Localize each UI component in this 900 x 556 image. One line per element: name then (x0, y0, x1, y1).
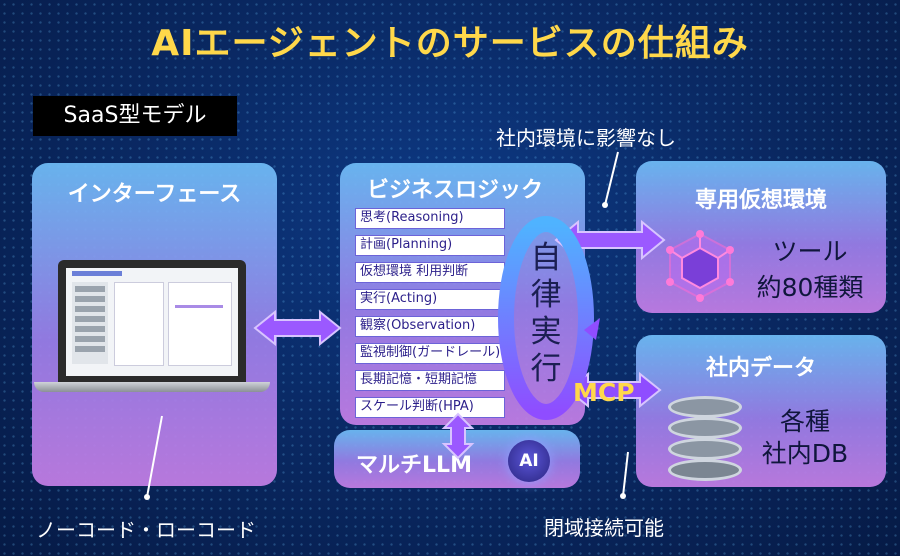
app-logo-bar (72, 271, 122, 276)
app-right-pane (168, 282, 232, 366)
data-db-label: 社内DB (761, 439, 849, 468)
logic-item-acting: 実行(Acting) (355, 289, 505, 310)
app-sidebar (72, 282, 108, 364)
autonomous-loop-icon (498, 216, 594, 420)
vm-cube-icon (666, 230, 734, 302)
vm-panel-title: 専用仮想環境 (694, 188, 827, 213)
interface-panel-title: インターフェース (67, 182, 242, 207)
note-no-code: ノーコード・ローコード (36, 518, 256, 542)
logic-item-observation: 観察(Observation) (355, 316, 505, 337)
logic-item-hpa: スケール判断(HPA) (355, 397, 505, 418)
logic-item-reasoning: 思考(Reasoning) (355, 208, 505, 229)
logic-llm-arrow (441, 412, 475, 460)
vm-panel (636, 161, 886, 313)
logic-item-vm-judgement: 仮想環境 利用判断 (355, 262, 505, 283)
note-no-impact: 社内環境に影響なし (496, 126, 676, 150)
laptop-display (66, 268, 238, 376)
logic-item-guardrail: 監視制御(ガードレール) (355, 343, 505, 364)
ai-badge-icon: AI (508, 440, 550, 482)
app-main-pane (114, 282, 164, 366)
vm-tools-count: 約80種類 (756, 273, 864, 302)
logic-panel-title: ビジネスロジック (366, 178, 543, 203)
logic-data-arrow (566, 371, 662, 409)
interface-logic-arrow (253, 309, 342, 347)
mcp-label: MCP (573, 378, 635, 407)
logic-item-planning: 計画(Planning) (355, 235, 505, 256)
vm-tools-label: ツール (772, 237, 848, 266)
data-kinds-label: 各種 (779, 407, 830, 436)
page-title: AIエージェントのサービスの仕組み (151, 23, 749, 64)
laptop-base (34, 382, 270, 392)
llm-panel-title: マルチLLM (356, 453, 472, 478)
laptop-icon (58, 260, 246, 382)
app-progress-bar (175, 305, 223, 308)
autonomous-execution-label: 自律実行 (530, 240, 562, 387)
model-badge: SaaS型モデル (33, 96, 237, 136)
data-panel-title: 社内データ (705, 356, 816, 381)
note-closed-network: 閉域接続可能 (544, 516, 664, 540)
logic-item-memory: 長期記憶・短期記憶 (355, 370, 505, 391)
